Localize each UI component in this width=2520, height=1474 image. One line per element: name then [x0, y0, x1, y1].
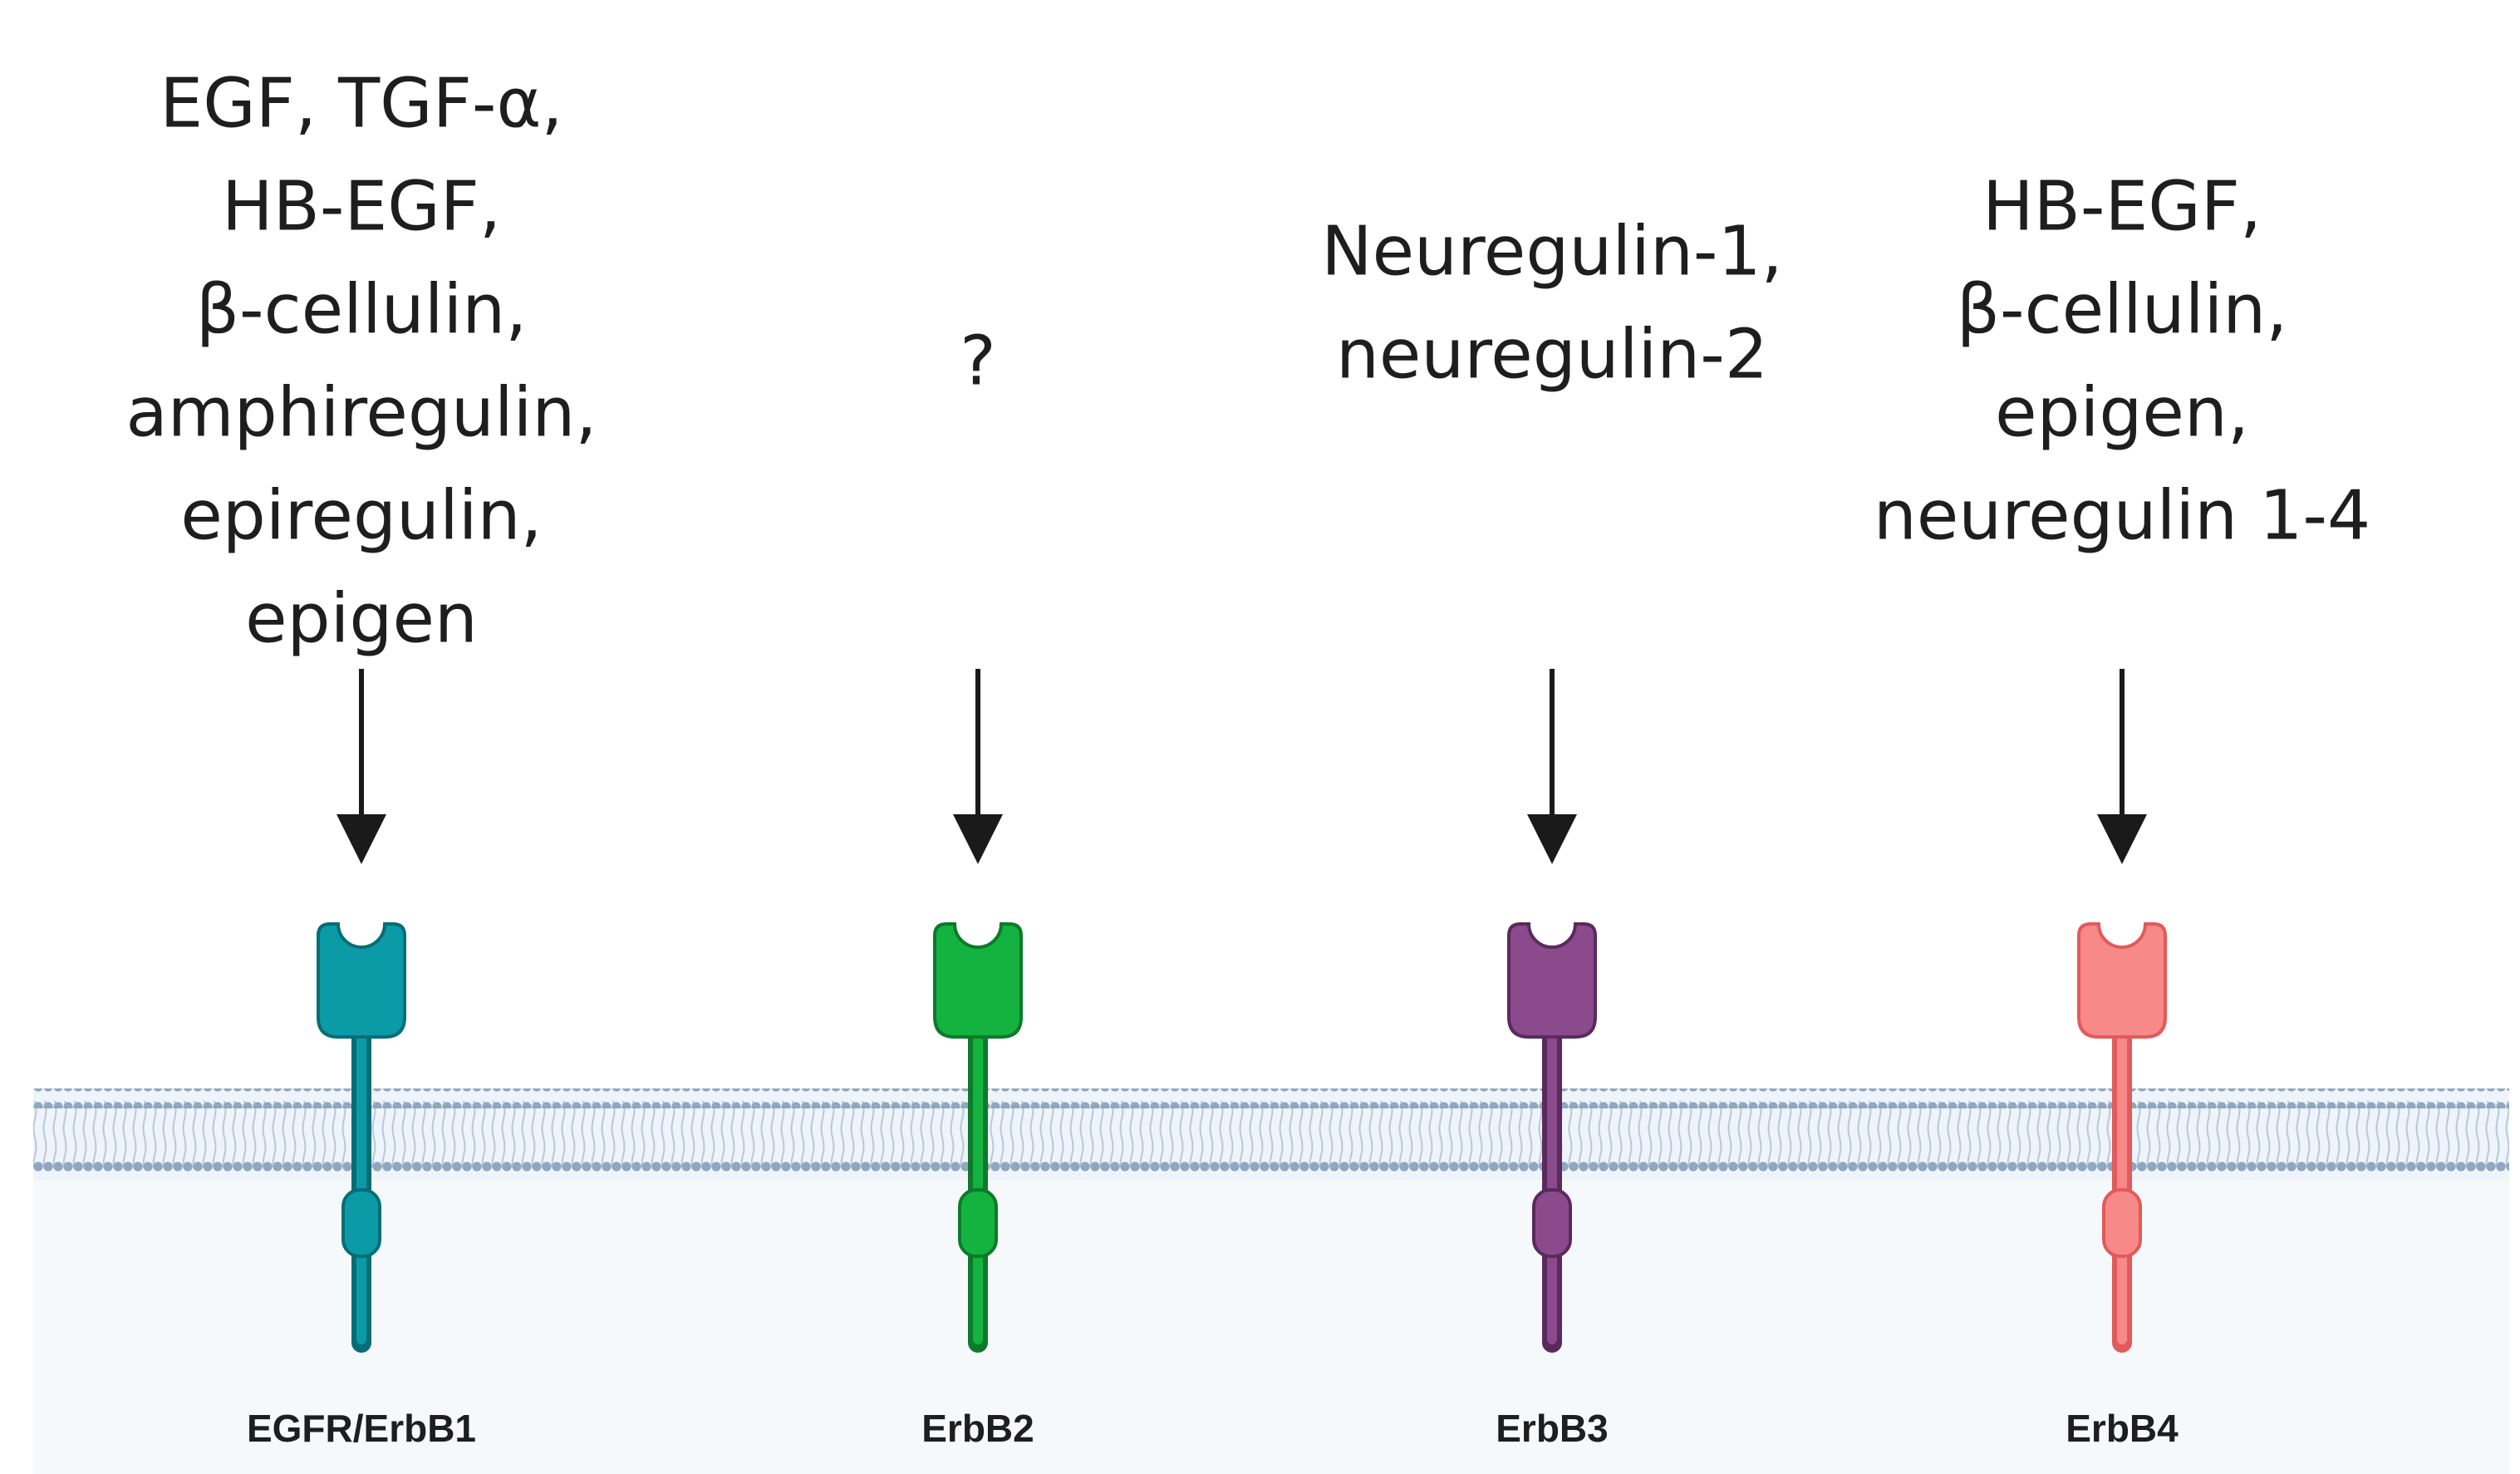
ligand-label: β-cellulin, [196, 270, 528, 349]
receptor-binding-domain [933, 922, 1023, 1039]
membrane-outer-heads [33, 1088, 2509, 1108]
ligand-label: epigen, [1995, 373, 2249, 452]
ligand-label: Neuregulin-1, [1321, 212, 1783, 291]
receptor-kinase-domain [958, 1188, 998, 1258]
ligand-label: amphiregulin, [126, 373, 597, 452]
receptor-kinase-domain [341, 1188, 381, 1258]
ligand-label: neuregulin-2 [1336, 315, 1768, 394]
ligand-label: ? [960, 322, 996, 400]
ligand-label: HB-EGF, [1982, 167, 2262, 246]
receptor-name-label: ErbB4 [2066, 1407, 2179, 1450]
ligand-label: β-cellulin, [1957, 270, 2288, 349]
arrow-head [336, 814, 386, 864]
receptor-binding-domain [317, 922, 406, 1039]
membrane-inner-heads [33, 1162, 2509, 1182]
ligand-label: epiregulin, [180, 476, 542, 555]
cytoplasm-area [33, 1172, 2509, 1474]
receptor-group-3: HB-EGF, β-cellulin, epigen, neuregulin 1-4E… [1874, 167, 2370, 1450]
membrane-lipid-tails [33, 1101, 2509, 1167]
receptor-kinase-domain [2102, 1188, 2142, 1258]
receptor-layer: EGF, TGF-α, HB-EGF, β-cellulin, amphireguli… [126, 64, 2371, 1450]
receptor-binding-domain [1507, 922, 1597, 1039]
ligand-label: HB-EGF, [222, 167, 501, 246]
ligand-label: neuregulin 1-4 [1874, 476, 2370, 555]
receptor-name-label: ErbB2 [921, 1407, 1034, 1450]
cell-membrane [33, 1088, 2509, 1182]
receptor-binding-domain [2077, 922, 2167, 1039]
receptor-group-1: ? ErbB2 [921, 322, 1034, 1450]
arrow-head [953, 814, 1003, 864]
ligand-label: epigen [245, 579, 478, 658]
arrow-head [2097, 814, 2147, 864]
receptor-name-label: ErbB3 [1496, 1407, 1608, 1450]
arrow-head [1527, 814, 1577, 864]
receptor-kinase-domain [1532, 1188, 1572, 1258]
ligand-label: EGF, TGF-α, [160, 64, 562, 143]
receptor-group-0: EGF, TGF-α, HB-EGF, β-cellulin, amphireguli… [126, 64, 597, 1450]
receptor-name-label: EGFR/ErbB1 [247, 1407, 476, 1450]
